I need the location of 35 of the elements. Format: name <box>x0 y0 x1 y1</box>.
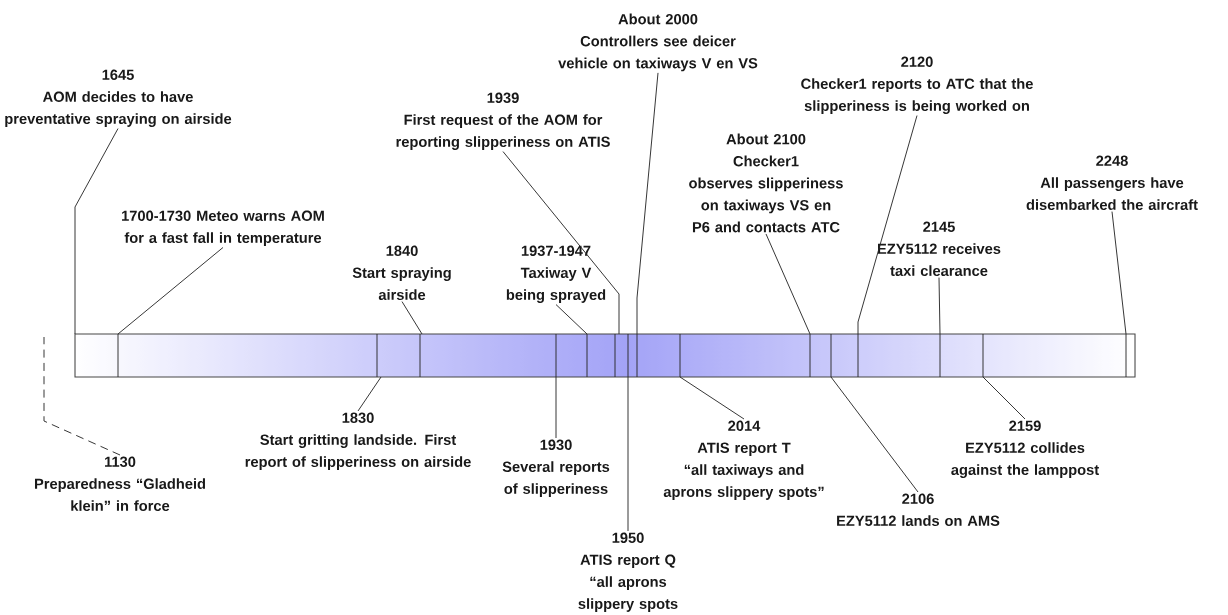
event-label: 2106 EZY5112 lands on AMS <box>837 493 1000 526</box>
event-label: 2014 ATIS report T “all taxiways and aprons slippery spots” <box>663 420 824 500</box>
event-label: 1700-1730 Meteo warns AOM for a fast fall in temperature <box>122 210 324 246</box>
leader-line <box>357 376 382 412</box>
leader-line <box>555 376 557 439</box>
leader-line <box>830 376 919 493</box>
leader-line <box>627 376 629 532</box>
event-label: About 2100 Checker1 observes slipperiness on taxiways VS en P6 and contacts ATC <box>689 133 843 233</box>
timeline-bar <box>74 333 1136 378</box>
event-label: 1939 First request of the AOM for reporting slipperiness on ATIS <box>396 92 610 150</box>
event-label: 1937-1947 Taxiway V being sprayed <box>506 245 606 303</box>
leader-line <box>555 304 588 335</box>
event-label: 1830 Start gritting landside. First report of slipperiness on airside <box>245 412 471 470</box>
event-label: 1840 Start spraying airside <box>352 245 451 300</box>
leader-line <box>636 72 659 335</box>
leader-line <box>74 128 119 335</box>
leader-line <box>938 277 941 335</box>
leader-line <box>43 336 121 456</box>
event-label: About 2000 Controllers see deicer vehicle on taxiways V en VS <box>558 13 758 72</box>
event-label: 1130 Preparedness “Gladheid klein” in force <box>35 456 205 511</box>
leader-line <box>401 301 423 335</box>
event-label: 2248 All passengers have disembarked the aircraft <box>1026 155 1198 210</box>
event-label: 1645 AOM decides to have preventative spraying on airside <box>5 69 232 127</box>
event-label: 2120 Checker1 reports to ATC that the slipperiness is being worked on <box>801 56 1033 114</box>
event-label: 1930 Several reports of slipperiness <box>502 439 610 497</box>
leader-line <box>1111 211 1127 335</box>
leader-line <box>765 233 811 335</box>
leader-line <box>857 115 918 335</box>
event-label: 2159 EZY5112 collides against the lamppost <box>951 420 1099 478</box>
leader-line <box>117 247 224 335</box>
event-label: 2145 EZY5112 receives taxi clearance <box>878 221 1001 276</box>
leader-line <box>679 376 745 420</box>
event-label: 1950 ATIS report Q “all aprons slippery spots <box>578 532 678 612</box>
leader-line <box>982 376 1026 420</box>
leader-line <box>502 151 620 335</box>
